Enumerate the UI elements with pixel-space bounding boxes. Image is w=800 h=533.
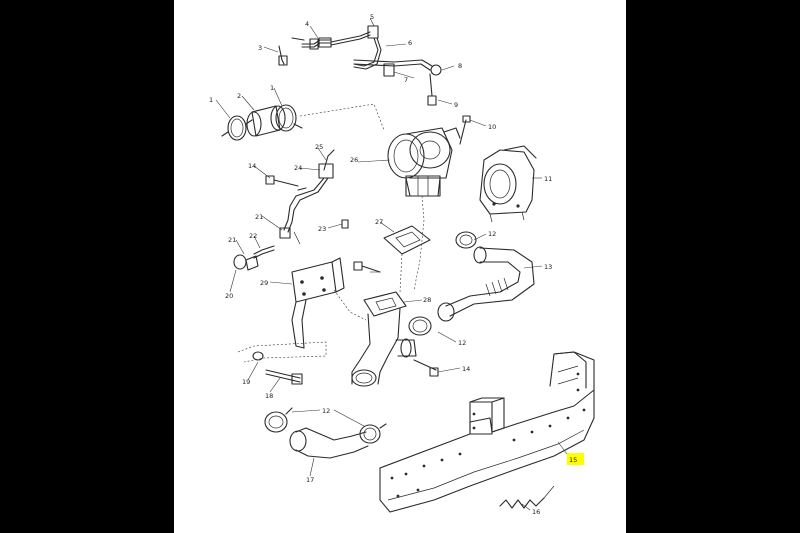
callout-19: 19 <box>242 378 250 386</box>
callout-12: 12 <box>322 407 330 415</box>
callout-10: 10 <box>488 123 496 131</box>
air-hose-elbow <box>408 231 535 336</box>
lower-hose-and-clamps <box>264 407 387 459</box>
callout-11: 11 <box>544 175 552 183</box>
callout-23: 23 <box>318 225 326 233</box>
callout-20: 20 <box>225 292 233 300</box>
callout-18: 18 <box>265 392 273 400</box>
callout-12: 12 <box>488 230 496 238</box>
callout-3: 3 <box>258 44 262 52</box>
bolt-10 <box>459 115 471 145</box>
gasket-and-exhaust-elbow <box>351 225 431 387</box>
callout-14: 14 <box>248 162 256 170</box>
callout-2: 2 <box>237 92 241 100</box>
callout-labels: 1 1 2 3 4 5 6 7 8 9 10 11 12 12 12 13 14… <box>209 13 577 516</box>
sensor-tube-assembly <box>278 25 442 106</box>
callout-6: 6 <box>408 39 412 47</box>
callout-21: 21 <box>255 213 263 221</box>
callout-27: 27 <box>375 218 383 226</box>
callout-28: 28 <box>423 296 431 304</box>
exhaust-muffler-assembly <box>379 351 595 513</box>
callout-7: 7 <box>404 76 408 84</box>
leader-lines <box>215 17 571 511</box>
callout-29: 29 <box>260 279 268 287</box>
callout-21: 21 <box>228 236 236 244</box>
callout-13: 13 <box>544 263 552 271</box>
turbocharger <box>387 127 461 291</box>
callout-14: 14 <box>462 365 470 373</box>
callout-16: 16 <box>532 508 540 516</box>
callout-5: 5 <box>370 13 374 21</box>
callout-8: 8 <box>458 62 462 70</box>
oil-tube-assembly <box>233 149 349 271</box>
callout-1: 1 <box>270 84 274 92</box>
exploded-parts-diagram: 1 1 2 3 4 5 6 7 8 9 10 11 12 12 12 13 14… <box>209 13 595 516</box>
diagram-sheet: 1 1 2 3 4 5 6 7 8 9 10 11 12 12 12 13 14… <box>174 0 626 533</box>
callout-15-highlight <box>567 453 584 465</box>
air-cleaner-housing <box>479 145 537 223</box>
intake-hose-and-clamps <box>221 103 385 141</box>
callout-17: 17 <box>306 476 314 484</box>
callout-24: 24 <box>294 164 302 172</box>
callout-9: 9 <box>454 101 458 109</box>
callout-25: 25 <box>315 143 323 151</box>
callout-12: 12 <box>458 339 466 347</box>
mounting-bracket <box>237 257 381 363</box>
bolts-14 <box>265 175 439 377</box>
spring-wire-16 <box>499 485 555 509</box>
callout-1: 1 <box>209 96 213 104</box>
bolt-and-washer <box>252 351 303 385</box>
callout-26: 26 <box>350 156 358 164</box>
callout-22: 22 <box>249 232 257 240</box>
callout-15: 15 <box>569 456 577 464</box>
callout-4: 4 <box>305 20 309 28</box>
